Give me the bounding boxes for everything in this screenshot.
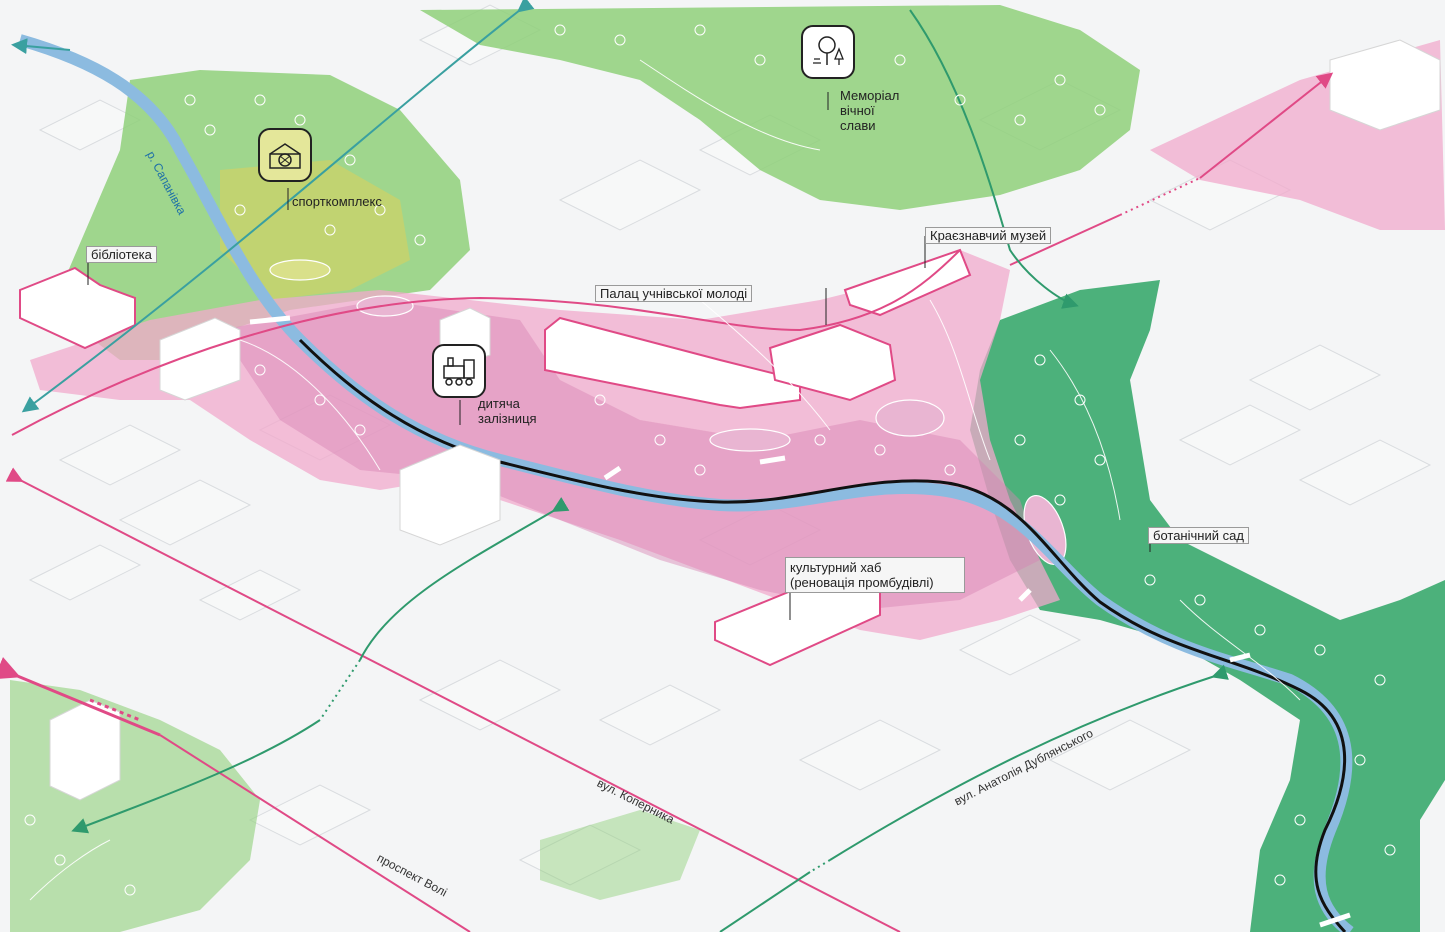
label-railway-line1: дитяча [478, 396, 520, 411]
label-sports-complex[interactable]: спорткомплекс [292, 194, 382, 209]
label-memorial[interactable]: Меморіал вічної слави [840, 88, 899, 133]
label-memorial-line1: Меморіал [840, 88, 900, 103]
label-cultural-hub-line1: культурний хаб [790, 560, 882, 575]
label-botanic-garden[interactable]: ботанічний сад [1148, 527, 1249, 544]
label-railway[interactable]: дитяча залізниця [478, 396, 537, 426]
green-routes [71, 9, 1229, 932]
black-route [298, 338, 1347, 932]
label-memorial-line2: вічної [840, 103, 875, 118]
teal-route [11, 0, 535, 413]
label-palace[interactable]: Палац учнівської молоді [595, 285, 753, 302]
trees [24, 24, 1396, 896]
label-museum[interactable]: Краєзнавчий музей [925, 227, 1052, 244]
label-cultural-hub-line2: (реновація промбудівлі) [790, 575, 934, 590]
label-memorial-line3: слави [840, 118, 876, 133]
walking-paths [29, 59, 1301, 901]
train-icon [443, 357, 475, 386]
park-tree-icon [813, 36, 844, 65]
memorial-icon[interactable] [801, 25, 855, 79]
railway-icon[interactable] [432, 344, 486, 398]
label-cultural-hub[interactable]: культурний хаб (реновація промбудівлі) [785, 557, 965, 593]
stadium-icon [269, 143, 301, 169]
label-library[interactable]: бібліотека [86, 246, 157, 263]
label-railway-line2: залізниця [478, 411, 537, 426]
botanical-zone [970, 280, 1445, 932]
sports-complex-icon[interactable] [258, 128, 312, 182]
